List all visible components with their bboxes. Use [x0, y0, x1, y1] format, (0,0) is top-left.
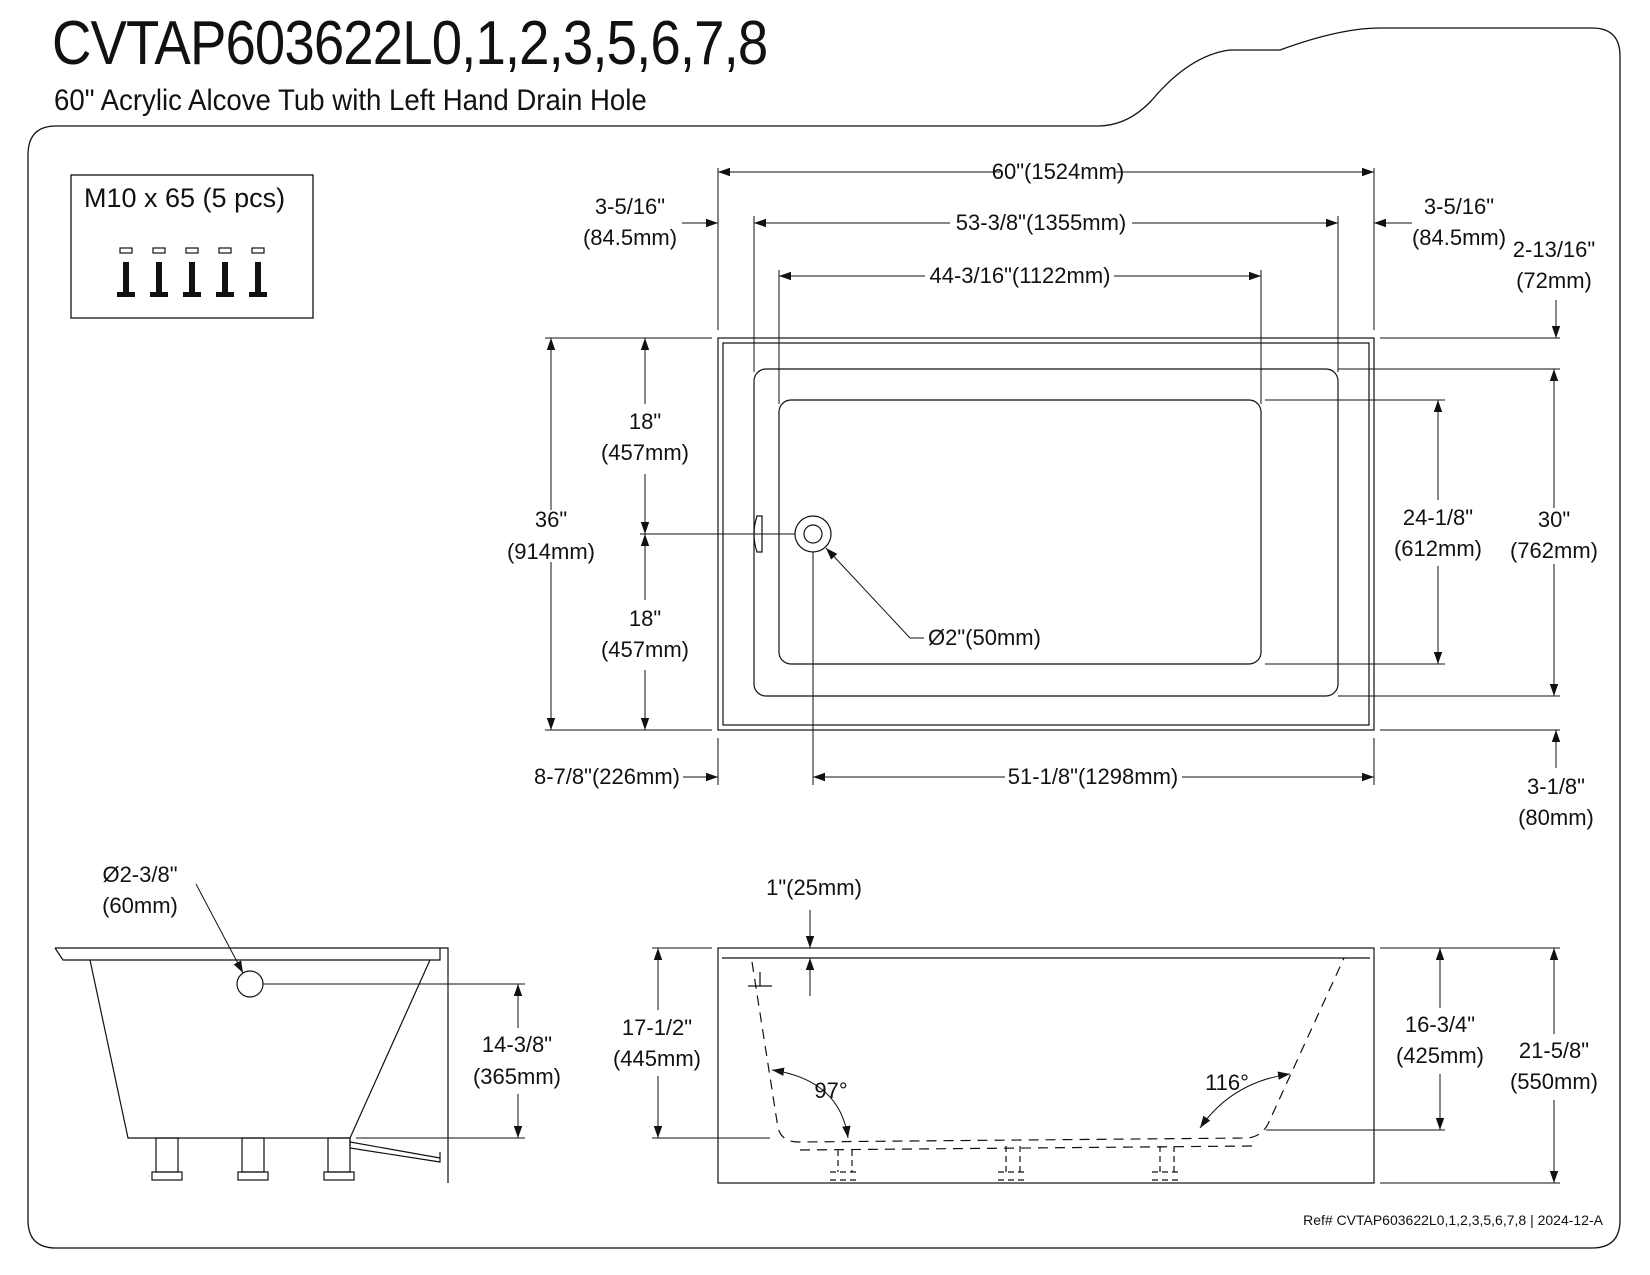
side-view-dimension-lines	[652, 910, 1560, 1184]
rim-right-in: 3-5/16"	[1424, 194, 1494, 219]
product-description: 60" Acrylic Alcove Tub with Left Hand Dr…	[54, 84, 647, 117]
bolt-icon	[117, 247, 135, 297]
rim-thickness-label: 1"(25mm)	[766, 875, 862, 900]
top-view-dimension-lines	[545, 167, 1561, 785]
overflow-height-mm: (365mm)	[473, 1064, 561, 1089]
drain-offset-label: 8-7/8"(226mm)	[534, 764, 680, 789]
bolt-icon	[183, 247, 201, 297]
bolt-icon	[150, 247, 168, 297]
water-depth-mm: (425mm)	[1396, 1043, 1484, 1068]
inner-depth-mm: (762mm)	[1510, 538, 1598, 563]
depth-in: 36"	[535, 507, 567, 532]
overflow-dia-in: Ø2-3/8"	[102, 862, 177, 887]
overflow-height-in: 14-3/8"	[482, 1032, 552, 1057]
hardware-label: M10 x 65 (5 pcs)	[84, 183, 285, 213]
bottom-depth-mm: (612mm)	[1394, 536, 1482, 561]
drain-diameter-label: Ø2"(50mm)	[928, 625, 1041, 650]
overall-width-label: 60"(1524mm)	[992, 159, 1125, 184]
top-view-labels: 60"(1524mm) 53-3/8"(1355mm) 44-3/16"(112…	[507, 159, 1598, 830]
bottom-width-label: 44-3/16"(1122mm)	[929, 263, 1110, 288]
end-view-dimension-lines	[195, 883, 525, 1139]
top-view	[717, 337, 1375, 731]
side-view	[717, 947, 1375, 1184]
water-depth-in: 16-3/4"	[1405, 1012, 1475, 1037]
half-bottom-in: 18"	[629, 606, 661, 631]
overflow-dia-mm: (60mm)	[102, 893, 178, 918]
inner-width-label: 53-3/8"(1355mm)	[956, 210, 1126, 235]
model-number-title: CVTAP603622L0,1,2,3,5,6,7,8	[52, 9, 768, 78]
inner-depth-in: 30"	[1538, 507, 1570, 532]
depth-mm: (914mm)	[507, 539, 595, 564]
side-view-labels: 1"(25mm) 17-1/2" (445mm) 97° 116° 16-3/4…	[613, 875, 1598, 1103]
bottom-depth-in: 24-1/8"	[1403, 505, 1473, 530]
left-angle-label: 97°	[814, 1078, 847, 1103]
rim-left-mm: (84.5mm)	[583, 225, 677, 250]
rim-left-in: 3-5/16"	[595, 194, 665, 219]
end-view	[54, 947, 449, 1183]
overall-height-in: 21-5/8"	[1519, 1038, 1589, 1063]
reference-number: Ref# CVTAP603622L0,1,2,3,5,6,7,8 | 2024-…	[1303, 1212, 1604, 1228]
bolt-icons	[117, 247, 267, 297]
half-top-mm: (457mm)	[601, 440, 689, 465]
right-angle-label: 116°	[1205, 1070, 1249, 1095]
drain-to-end-label: 51-1/8"(1298mm)	[1008, 764, 1178, 789]
sheet-frame	[27, 27, 1621, 1249]
bolt-icon	[216, 247, 234, 297]
front-rim-in: 3-1/8"	[1527, 774, 1585, 799]
half-top-in: 18"	[629, 409, 661, 434]
inner-height-in: 17-1/2"	[622, 1015, 692, 1040]
bolt-icon	[249, 247, 267, 297]
rim-right-mm: (84.5mm)	[1412, 225, 1506, 250]
back-rim-in: 2-13/16"	[1513, 237, 1595, 262]
end-view-labels: Ø2-3/8" (60mm) 14-3/8" (365mm)	[102, 862, 561, 1089]
half-bottom-mm: (457mm)	[601, 637, 689, 662]
inner-height-mm: (445mm)	[613, 1046, 701, 1071]
overall-height-mm: (550mm)	[1510, 1069, 1598, 1094]
back-rim-mm: (72mm)	[1516, 268, 1592, 293]
hardware-box: M10 x 65 (5 pcs)	[70, 174, 314, 319]
front-rim-mm: (80mm)	[1518, 805, 1594, 830]
